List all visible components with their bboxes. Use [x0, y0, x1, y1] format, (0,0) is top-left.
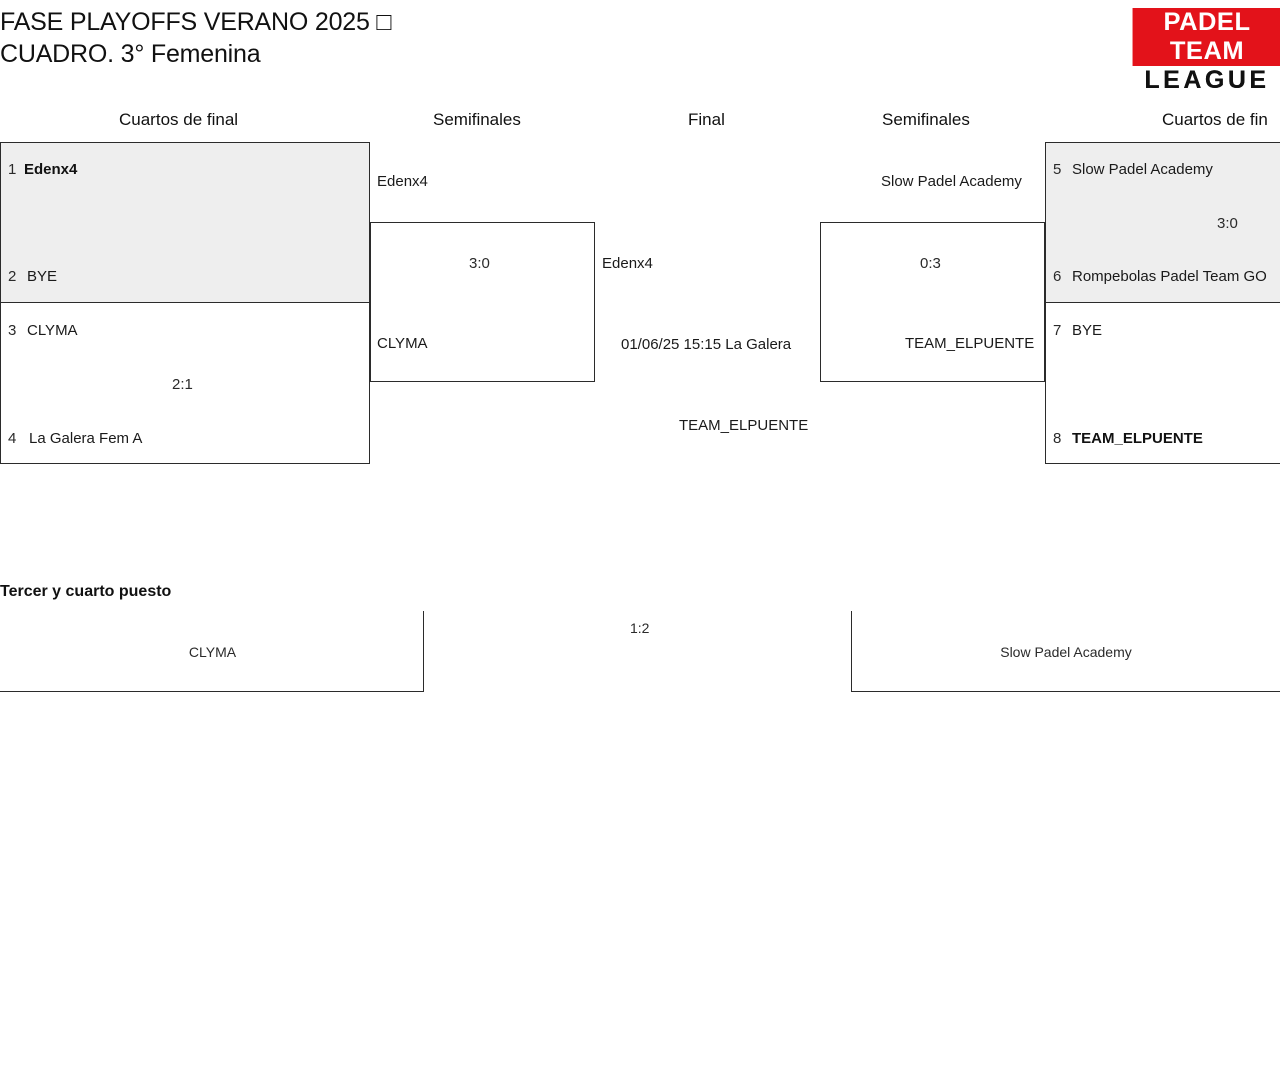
entrant-sf-right-bottom[interactable]: TEAM_ELPUENTE [905, 335, 1035, 352]
round-header-semifinals-left: Semifinales [433, 110, 521, 129]
seed-number-6: 6 [1053, 268, 1062, 285]
seed-number-8: 8 [1053, 430, 1062, 447]
entrant-qf-left-2-bottom[interactable]: La Galera Fem A [29, 430, 143, 447]
round-header-quarterfinals-left: Cuartos de final [119, 110, 239, 129]
seed-number-5: 5 [1053, 161, 1062, 178]
seed-number-2: 2 [8, 268, 17, 285]
match-box-qf-right-1[interactable] [1045, 142, 1280, 303]
page-title-line-2: CUADRO. 3° Femenina [0, 40, 261, 68]
entrant-sf-right-top[interactable]: Slow Padel Academy [881, 173, 1022, 190]
entrant-qf-left-1-top[interactable]: Edenx4 [24, 161, 78, 178]
entrant-qf-right-2-top[interactable]: BYE [1072, 322, 1103, 339]
score-qf-right-1: 3:0 [1217, 215, 1238, 232]
score-sf-right: 0:3 [920, 255, 941, 272]
match-box-qf-left-1[interactable] [0, 142, 370, 303]
entrant-qf-left-1-bottom[interactable]: BYE [27, 268, 58, 285]
third-place-box-right[interactable] [851, 611, 1280, 692]
entrant-qf-right-2-bottom[interactable]: TEAM_ELPUENTE [1072, 430, 1203, 447]
seed-number-3: 3 [8, 322, 17, 339]
seed-number-4: 4 [8, 430, 17, 447]
round-header-semifinals-right: Semifinales [882, 110, 970, 129]
page-title-line-1: FASE PLAYOFFS VERANO 2025 □ [0, 8, 392, 36]
final-schedule: 01/06/25 15:15 La Galera [621, 336, 792, 353]
match-box-sf-left[interactable] [370, 222, 595, 382]
round-header-quarterfinals-right: Cuartos de fin [1162, 110, 1268, 129]
match-box-sf-right[interactable] [820, 222, 1045, 382]
score-sf-left: 3:0 [469, 255, 490, 272]
round-header-final: Final [688, 110, 725, 129]
entrant-final-bottom[interactable]: TEAM_ELPUENTE [679, 417, 809, 434]
entrant-sf-left-bottom[interactable]: CLYMA [377, 335, 428, 352]
entrant-final-top[interactable]: Edenx4 [602, 255, 653, 272]
seed-number-7: 7 [1053, 322, 1062, 339]
entrant-qf-right-1-top[interactable]: Slow Padel Academy [1072, 161, 1213, 178]
entrant-sf-left-top[interactable]: Edenx4 [377, 173, 428, 190]
third-place-title: Tercer y cuarto puesto [0, 583, 172, 600]
entrant-qf-right-1-bottom[interactable]: Rompebolas Padel Team GO [1072, 268, 1267, 285]
seed-number-1: 1 [8, 161, 17, 178]
logo-top-text: PADEL TEAM [1132, 8, 1280, 66]
third-place-team-left[interactable]: CLYMA [188, 644, 237, 660]
entrant-qf-left-2-top[interactable]: CLYMA [27, 322, 78, 339]
padel-team-league-logo: PADEL TEAM LEAGUE [1132, 8, 1280, 94]
logo-bottom-text: LEAGUE [1134, 66, 1280, 94]
third-place-team-right[interactable]: Slow Padel Academy [1000, 644, 1132, 660]
third-place-box-left[interactable] [0, 611, 424, 692]
score-qf-left-2: 2:1 [172, 376, 193, 393]
match-box-qf-right-2[interactable] [1045, 302, 1280, 464]
third-place-score: 1:2 [630, 620, 650, 636]
page-title: FASE PLAYOFFS VERANO 2025 □ CUADRO. 3° F… [0, 6, 900, 70]
match-box-qf-left-2[interactable] [0, 302, 370, 464]
